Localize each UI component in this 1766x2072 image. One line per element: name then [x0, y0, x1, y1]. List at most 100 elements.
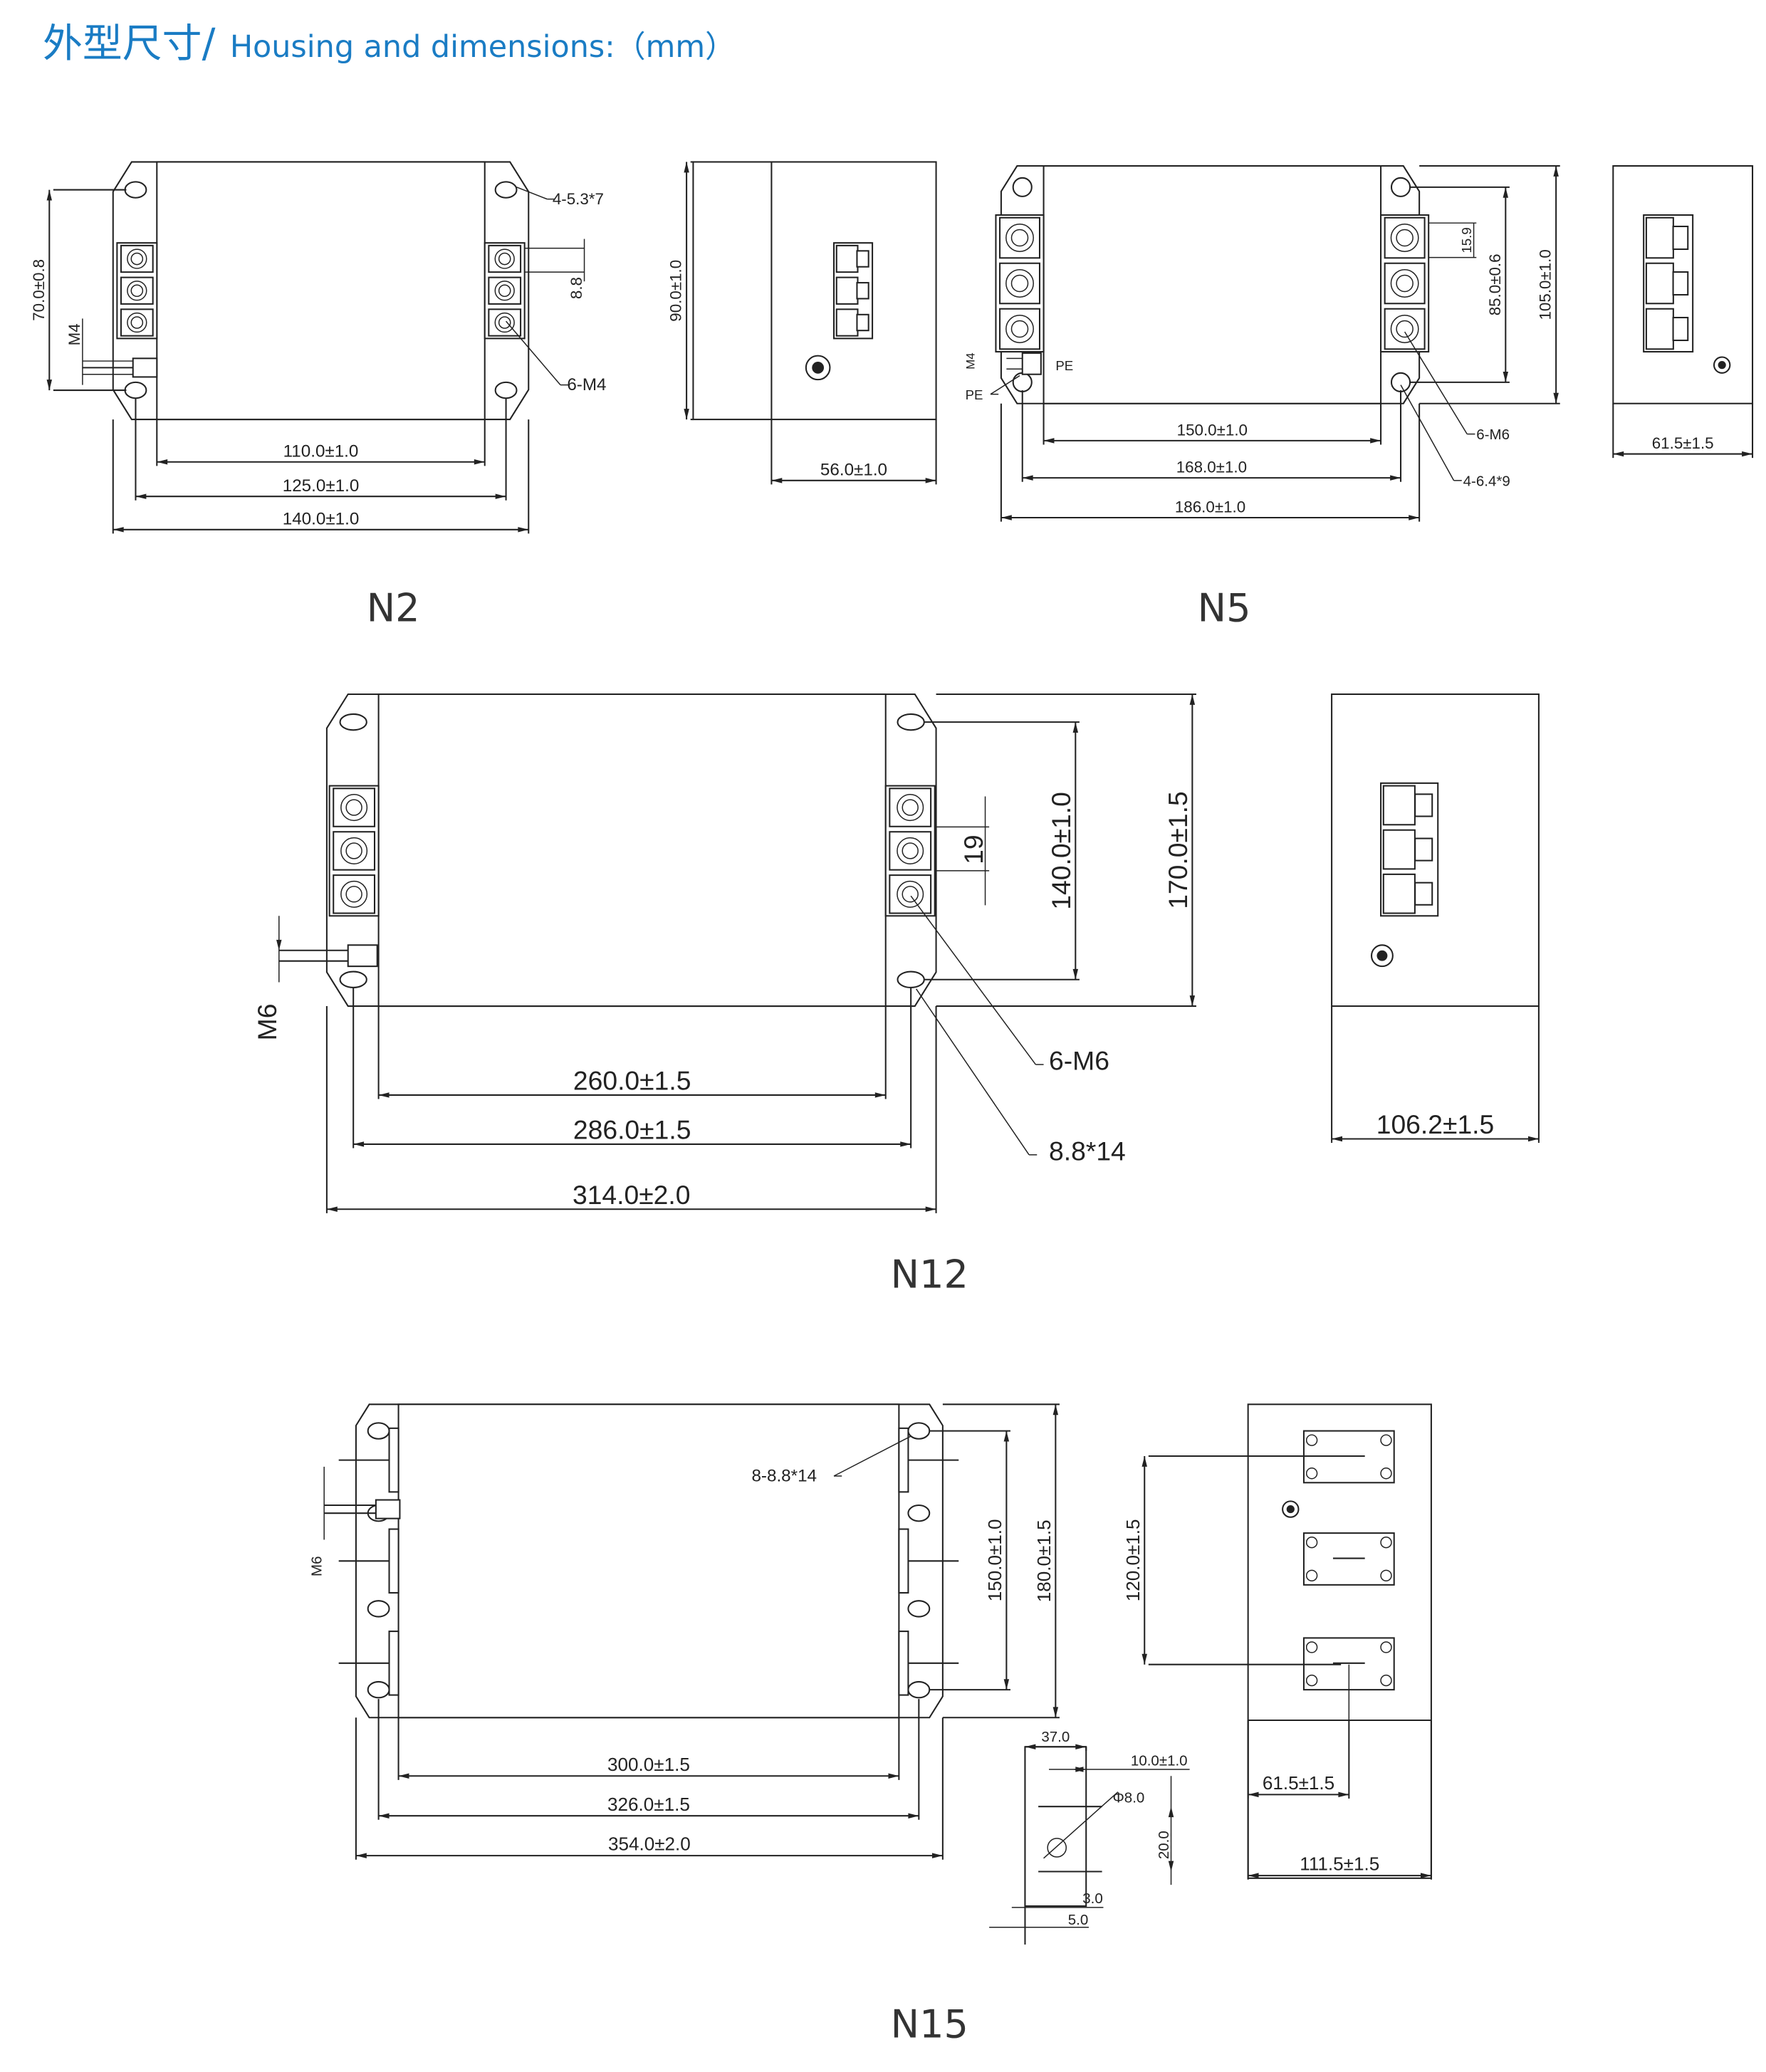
side-view-body	[692, 161, 937, 421]
model-label-n2: N2	[367, 585, 420, 630]
ground-stud	[347, 944, 378, 968]
dimension-arrow	[1553, 392, 1559, 404]
dimension-label: 8.8	[568, 277, 585, 299]
dimension-arrow	[1248, 1791, 1259, 1798]
mounting-hole	[124, 381, 147, 399]
terminal-screw-icon	[1396, 229, 1414, 247]
dimension-arrow	[1141, 1653, 1147, 1665]
dimension-label: 300.0±1.5	[607, 1754, 690, 1775]
terminal-screw-icon	[340, 794, 368, 822]
busbar-terminal	[898, 1528, 909, 1594]
dimension-label: 106.2±1.5	[1376, 1109, 1495, 1139]
terminal-cell	[120, 244, 154, 273]
bolt-icon	[1305, 1641, 1318, 1653]
mounting-hole	[907, 1422, 931, 1440]
terminal-screw-icon	[498, 316, 511, 329]
terminal-clamp	[1414, 881, 1433, 906]
bolt-icon	[1380, 1641, 1392, 1653]
terminal-screw-icon	[127, 248, 147, 269]
callout-label: PE	[966, 387, 983, 402]
bolt-icon	[1380, 1434, 1392, 1446]
dimension-arrow	[874, 1092, 886, 1098]
bolt-icon	[1380, 1674, 1392, 1687]
bolt-icon	[1305, 1434, 1318, 1446]
terminal-screw-icon	[498, 252, 511, 266]
dimension-arrow	[1370, 438, 1381, 444]
dimension-arrow	[925, 1206, 936, 1213]
drawing-line	[1404, 331, 1468, 434]
dimension-arrow	[1553, 166, 1559, 177]
bracket-outline	[1024, 1746, 1087, 1908]
drawing-line	[1400, 384, 1455, 481]
terminal-screw-icon	[1396, 274, 1414, 293]
terminal-screw-icon	[345, 842, 362, 859]
dimension-label: 140.0±1.0	[283, 509, 360, 528]
callout-label: 4-6.4*9	[1463, 473, 1510, 489]
ground-stud	[132, 357, 158, 378]
dimension-label: Φ8.0	[1112, 1790, 1144, 1806]
model-label-n15: N15	[891, 2002, 968, 2047]
terminal-screw-icon	[1390, 269, 1419, 298]
terminal-screw-icon	[897, 880, 924, 908]
mounting-hole	[494, 181, 518, 199]
terminal-screw-icon	[494, 281, 515, 301]
mounting-hole	[1012, 372, 1033, 392]
terminal-cell	[1645, 216, 1674, 259]
dimension-label: 37.0	[1041, 1729, 1070, 1745]
drawing-line	[910, 895, 1036, 1065]
dimension-label: 326.0±1.5	[607, 1794, 690, 1815]
mounting-hole	[907, 1680, 931, 1699]
dimension-label: 61.5±1.5	[1263, 1772, 1334, 1794]
dimension-label: 170.0±1.5	[1163, 791, 1193, 909]
ground-stud	[1021, 352, 1042, 375]
dimension-label: 186.0±1.0	[1175, 498, 1245, 516]
drawing-line	[915, 988, 1030, 1156]
callout-label: 4-5.3*7	[553, 190, 604, 208]
dimension-arrow	[1003, 1430, 1010, 1442]
mounting-hole	[367, 1680, 390, 1699]
dimension-label: 85.0±0.6	[1486, 253, 1504, 315]
terminal-cell	[835, 308, 859, 337]
dimension-label: 260.0±1.5	[573, 1065, 691, 1095]
terminal-clamp	[856, 313, 869, 332]
dimension-arrow	[908, 1813, 919, 1819]
model-label-n5: N5	[1198, 585, 1251, 630]
dimension-arrow	[353, 1141, 365, 1147]
dimension-arrow	[1025, 1744, 1036, 1750]
drawing-line	[990, 375, 1020, 395]
drawing-line	[506, 320, 561, 386]
bolt-icon	[1305, 1569, 1318, 1581]
drawing-line	[516, 187, 548, 200]
terminal-screw-icon	[897, 794, 924, 822]
dimension-arrow	[495, 493, 506, 499]
dimension-label: 180.0±1.5	[1033, 1519, 1055, 1602]
ground-stud-icon	[1718, 361, 1726, 370]
terminal-clamp	[1672, 271, 1689, 296]
drawing-line	[833, 1435, 911, 1477]
terminal-screw-icon	[340, 880, 368, 908]
dimension-arrow	[1075, 1744, 1087, 1750]
terminal-cell	[835, 276, 859, 305]
dimension-label: M4	[964, 352, 978, 369]
terminal-clamp	[1672, 225, 1689, 251]
terminal-screw-icon	[1010, 320, 1029, 338]
dimension-arrow	[1248, 1873, 1259, 1878]
drawing-line	[1043, 1791, 1119, 1859]
dimension-arrow	[1420, 1873, 1431, 1878]
terminal-cell	[1645, 262, 1674, 305]
terminal-screw-icon	[494, 312, 515, 333]
dimension-label: 354.0±2.0	[608, 1833, 691, 1855]
dimension-arrow	[474, 459, 485, 465]
dimension-arrow	[684, 162, 689, 173]
dimension-label: M6	[308, 1556, 325, 1576]
bolt-icon	[1305, 1467, 1318, 1480]
terminal-cell	[488, 244, 522, 273]
dimension-arrow	[1189, 995, 1196, 1007]
mounting-hole	[339, 713, 367, 731]
dimension-label: 90.0±1.0	[667, 260, 685, 322]
filter-body	[1043, 164, 1382, 404]
terminal-cell	[120, 276, 154, 305]
terminal-clamp	[1672, 316, 1689, 342]
dimension-label: 314.0±2.0	[573, 1180, 691, 1210]
